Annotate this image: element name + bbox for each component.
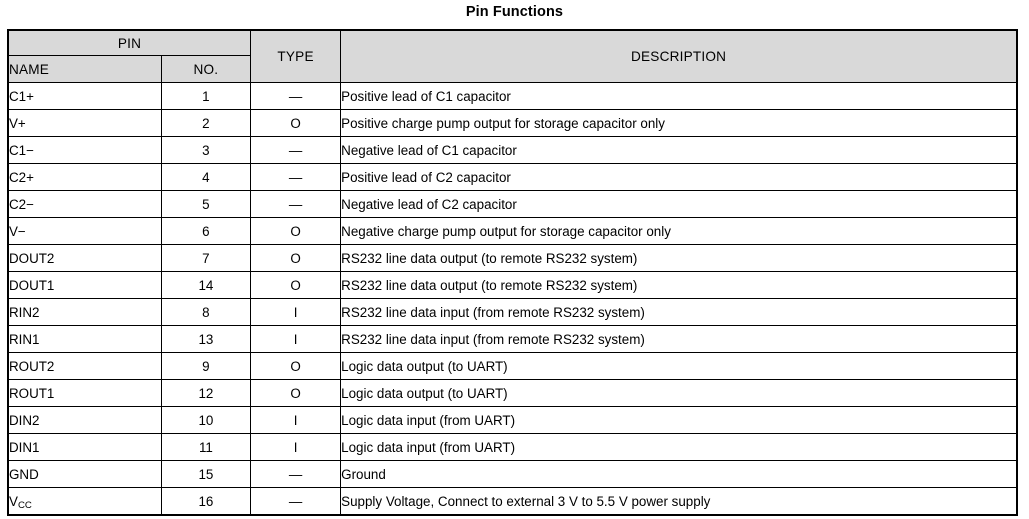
cell-pin-type: —	[249, 163, 342, 191]
column-header-description: DESCRIPTION	[340, 29, 1018, 83]
cell-pin-number: 9	[160, 352, 251, 380]
cell-pin-description: Logic data output (to UART)	[340, 352, 1018, 380]
cell-pin-description: RS232 line data output (to remote RS232 …	[340, 271, 1018, 299]
pin-functions-table-container: PIN TYPE DESCRIPTION NAME NO. C1+1—Posit…	[7, 29, 1018, 516]
table-header-row-group: PIN TYPE DESCRIPTION	[7, 29, 1018, 83]
cell-pin-type: —	[249, 487, 342, 516]
cell-pin-number: 14	[160, 271, 251, 299]
cell-pin-name: C1−	[7, 136, 162, 164]
column-header-type: TYPE	[249, 29, 342, 83]
cell-pin-name: DOUT2	[7, 244, 162, 272]
cell-pin-type: I	[249, 298, 342, 326]
cell-pin-number: 10	[160, 406, 251, 434]
cell-pin-name: GND	[7, 460, 162, 488]
column-header-name: NAME	[7, 55, 162, 83]
cell-pin-number: 3	[160, 136, 251, 164]
cell-pin-description: Negative lead of C1 capacitor	[340, 136, 1018, 164]
cell-pin-type: —	[249, 460, 342, 488]
cell-pin-description: Logic data input (from UART)	[340, 406, 1018, 434]
cell-pin-description: Positive lead of C1 capacitor	[340, 82, 1018, 110]
cell-pin-description: Ground	[340, 460, 1018, 488]
cell-pin-type: —	[249, 136, 342, 164]
table-row: C2+4—Positive lead of C2 capacitor	[7, 163, 1018, 191]
cell-pin-name: DOUT1	[7, 271, 162, 299]
cell-pin-number: 2	[160, 109, 251, 137]
cell-pin-name: ROUT1	[7, 379, 162, 407]
cell-pin-description: RS232 line data input (from remote RS232…	[340, 325, 1018, 353]
cell-pin-description: Positive lead of C2 capacitor	[340, 163, 1018, 191]
table-header: PIN TYPE DESCRIPTION NAME NO.	[7, 29, 1018, 83]
cell-pin-number: 4	[160, 163, 251, 191]
cell-pin-type: I	[249, 433, 342, 461]
cell-pin-description: RS232 line data input (from remote RS232…	[340, 298, 1018, 326]
cell-pin-type: O	[249, 217, 342, 245]
cell-pin-description: Positive charge pump output for storage …	[340, 109, 1018, 137]
cell-pin-name: V−	[7, 217, 162, 245]
cell-pin-description: Negative charge pump output for storage …	[340, 217, 1018, 245]
cell-pin-type: O	[249, 271, 342, 299]
cell-pin-name: VCC	[7, 487, 162, 516]
cell-pin-number: 6	[160, 217, 251, 245]
pin-name-subscript: CC	[17, 500, 32, 512]
cell-pin-name: DIN1	[7, 433, 162, 461]
cell-pin-type: I	[249, 325, 342, 353]
cell-pin-description: RS232 line data output (to remote RS232 …	[340, 244, 1018, 272]
cell-pin-type: O	[249, 352, 342, 380]
cell-pin-number: 7	[160, 244, 251, 272]
cell-pin-type: —	[249, 190, 342, 218]
cell-pin-type: I	[249, 406, 342, 434]
cell-pin-number: 16	[160, 487, 251, 516]
cell-pin-number: 15	[160, 460, 251, 488]
cell-pin-type: —	[249, 82, 342, 110]
cell-pin-number: 11	[160, 433, 251, 461]
column-group-header-pin: PIN	[7, 29, 251, 56]
page-title: Pin Functions	[465, 4, 564, 20]
cell-pin-name: RIN2	[7, 298, 162, 326]
cell-pin-number: 1	[160, 82, 251, 110]
cell-pin-type: O	[249, 379, 342, 407]
cell-pin-description: Supply Voltage, Connect to external 3 V …	[340, 487, 1018, 516]
cell-pin-description: Logic data output (to UART)	[340, 379, 1018, 407]
cell-pin-name: RIN1	[7, 325, 162, 353]
cell-pin-name: C2+	[7, 163, 162, 191]
cell-pin-number: 13	[160, 325, 251, 353]
column-header-no: NO.	[160, 55, 251, 83]
cell-pin-number: 8	[160, 298, 251, 326]
cell-pin-type: O	[249, 244, 342, 272]
cell-pin-name: C1+	[7, 82, 162, 110]
table-header-row-sub: NAME NO.	[7, 55, 1017, 83]
table-row: C1−3—Negative lead of C1 capacitor	[7, 136, 1018, 164]
pin-functions-table: PIN TYPE DESCRIPTION NAME NO. C1+1—Posit…	[7, 29, 1018, 516]
cell-pin-type: O	[249, 109, 342, 137]
cell-pin-number: 12	[160, 379, 251, 407]
table-row: C1+1—Positive lead of C1 capacitor	[7, 82, 1018, 110]
cell-pin-description: Negative lead of C2 capacitor	[340, 190, 1018, 218]
cell-pin-number: 5	[160, 190, 251, 218]
cell-pin-name: DIN2	[7, 406, 162, 434]
table-row: C2−5—Negative lead of C2 capacitor	[7, 190, 1018, 218]
cell-pin-name: V+	[7, 109, 162, 137]
cell-pin-name: C2−	[7, 190, 162, 218]
cell-pin-name: ROUT2	[7, 352, 162, 380]
cell-pin-description: Logic data input (from UART)	[340, 433, 1018, 461]
